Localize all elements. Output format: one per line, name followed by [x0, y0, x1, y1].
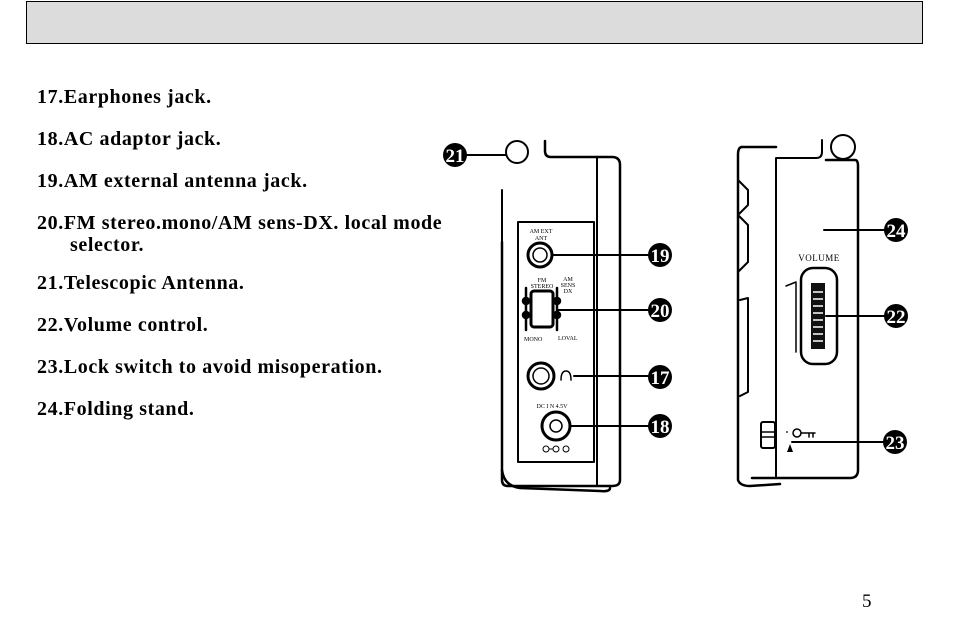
- list-item: 18.AC adaptor jack.: [37, 128, 222, 150]
- callout-19: 19: [648, 243, 672, 267]
- right-device-body: [750, 158, 860, 480]
- svg-text:21: 21: [446, 146, 465, 167]
- dc-in-label: DC I N 4.5V: [537, 404, 569, 410]
- dx-label: DX: [564, 289, 573, 295]
- mono-label: MONO: [524, 337, 543, 343]
- callout-17: 17: [648, 365, 672, 389]
- local-label: LOVAL: [558, 336, 578, 342]
- callout-22: 22: [884, 304, 908, 328]
- callout-21: 21: [443, 143, 467, 167]
- sens-label: SENS: [561, 283, 576, 289]
- volume-wheel: [811, 283, 825, 349]
- callout-24: 24: [884, 218, 908, 242]
- list-item: 24.Folding stand.: [37, 398, 195, 420]
- list-item: 21.Telescopic Antenna.: [37, 272, 245, 294]
- svg-text:24: 24: [887, 221, 907, 242]
- stereo-label: STEREO: [531, 284, 554, 290]
- callout-18: 18: [648, 414, 672, 438]
- page-number: 5: [862, 591, 872, 612]
- volume-label: VOLUME: [798, 253, 840, 263]
- telescopic-antenna-right: [830, 134, 856, 160]
- key-icon: [792, 428, 802, 438]
- lock-arrow-icon: [787, 444, 793, 452]
- svg-text:20: 20: [651, 301, 670, 322]
- earphones-jack: [526, 361, 556, 391]
- fm-label: FM: [538, 278, 547, 284]
- am-label: AM: [563, 277, 573, 283]
- mode-selector-switch: [529, 289, 555, 329]
- svg-text:17: 17: [651, 368, 671, 389]
- jack-panel: [517, 221, 595, 463]
- ant-label: ANT: [535, 236, 548, 242]
- svg-text:19: 19: [651, 246, 670, 267]
- list-item: 17.Earphones jack.: [37, 86, 212, 108]
- ac-adaptor-jack: [540, 410, 572, 442]
- list-item: 22.Volume control.: [37, 314, 209, 336]
- list-item: 23.Lock switch to avoid misoperation.: [37, 356, 383, 378]
- callout-23: 23: [883, 430, 907, 454]
- telescopic-antenna: [505, 140, 529, 164]
- folding-stand: [737, 179, 749, 273]
- callout-20: 20: [648, 298, 672, 322]
- left-device-body: [500, 139, 622, 488]
- svg-text:23: 23: [886, 433, 905, 454]
- list-item: 20.FM stereo.mono/AM sens-DX. local mode…: [37, 212, 443, 256]
- svg-text:18: 18: [651, 417, 670, 438]
- svg-text:22: 22: [887, 307, 906, 328]
- header-bar: [26, 1, 923, 44]
- list-item: 19.AM external antenna jack.: [37, 170, 308, 192]
- lock-switch: [760, 421, 776, 449]
- am-ext-label: AM EXT: [530, 229, 553, 235]
- am-ext-antenna-jack: [526, 241, 554, 269]
